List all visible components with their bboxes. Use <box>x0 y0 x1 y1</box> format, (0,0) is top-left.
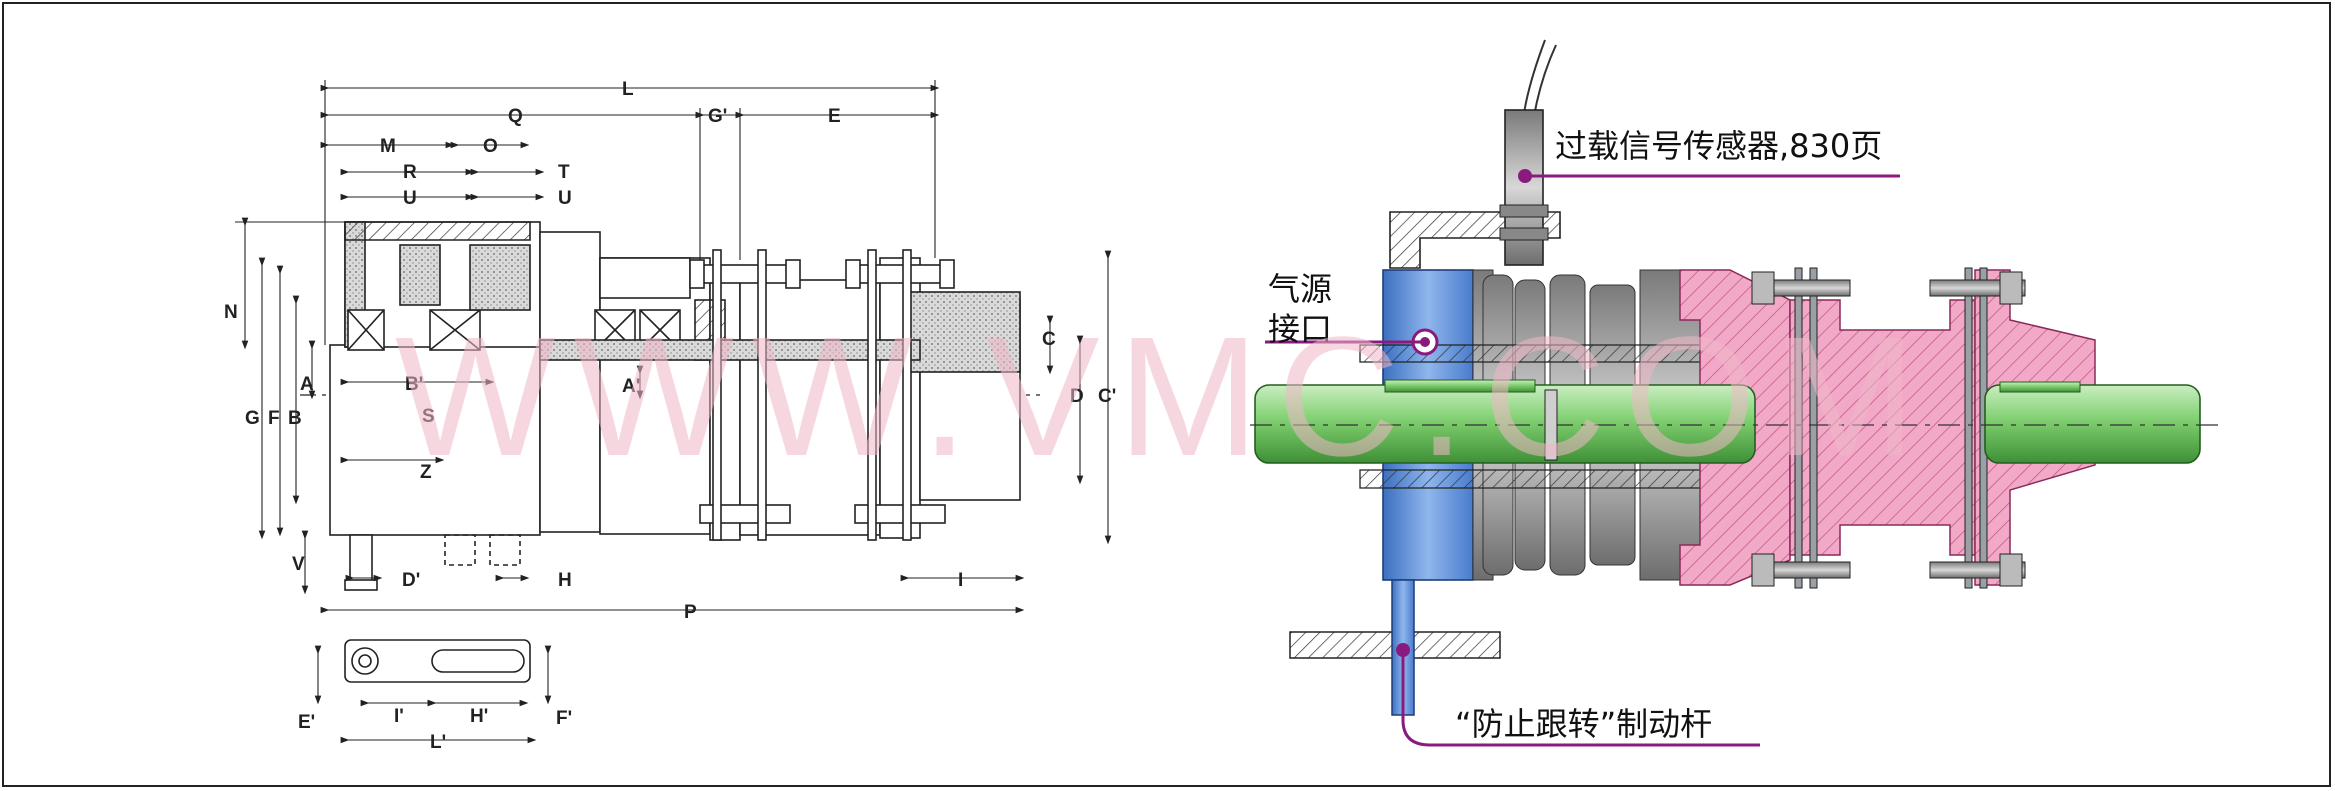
dim-Q: Q <box>508 106 523 127</box>
dim-G1: G' <box>708 106 727 127</box>
dim-H1: H' <box>470 706 488 727</box>
dim-H: H <box>558 570 572 591</box>
dim-G: G <box>245 408 260 429</box>
dim-T: T <box>558 162 570 183</box>
dim-R: R <box>403 162 417 183</box>
dim-E: E <box>828 106 841 127</box>
dim-D1: D' <box>402 570 420 591</box>
dim-C: C <box>1042 329 1056 350</box>
dim-B: B <box>288 408 302 429</box>
dim-E1: E' <box>298 712 315 733</box>
overload-sensor <box>1504 109 1544 266</box>
dim-L1: L' <box>430 732 446 753</box>
dim-N: N <box>224 302 238 323</box>
left-dimension-labels: L Q G' E M O R T U U N G F B A V B' S Z … <box>224 79 1116 753</box>
dim-I: I <box>958 570 963 591</box>
right-section-drawing <box>1250 39 2225 716</box>
dim-P: P <box>684 602 697 623</box>
dim-U-right: U <box>558 188 572 209</box>
dim-S: S <box>422 406 435 427</box>
brake-lever-label: “防止跟转”制动杆 <box>1455 705 1712 743</box>
dim-B1: B' <box>405 374 423 395</box>
air-source-label-line1: 气源 <box>1268 270 1332 308</box>
dim-F: F <box>268 408 280 429</box>
dim-Z: Z <box>420 462 432 483</box>
dim-A1: A' <box>622 376 640 397</box>
dim-I1: I' <box>394 706 404 727</box>
dim-F1: F' <box>556 708 572 729</box>
dim-C1: C' <box>1098 386 1116 407</box>
callouts <box>1265 174 1900 747</box>
right-shaft <box>1984 384 2201 464</box>
sensor-label: 过载信号传感器,830页 <box>1555 127 1882 165</box>
dim-O: O <box>483 136 498 157</box>
dim-A: A <box>300 374 314 395</box>
lever-callout-dot <box>1396 643 1410 657</box>
sensor-callout-dot <box>1518 169 1532 183</box>
dim-M: M <box>380 136 396 157</box>
dim-U-left: U <box>403 188 417 209</box>
left-dimension-drawing <box>235 80 1112 744</box>
dim-L: L <box>622 79 634 100</box>
dim-V: V <box>292 554 305 575</box>
air-source-label-line2: 接口 <box>1268 310 1332 348</box>
watermark: WWW.VMC.COM <box>395 302 1934 492</box>
dim-D: D <box>1070 386 1084 407</box>
